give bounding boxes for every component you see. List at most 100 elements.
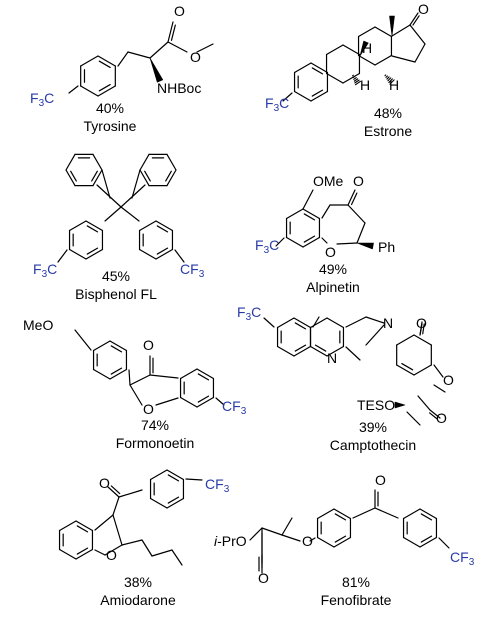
- bond: [342, 44, 361, 56]
- bond: [326, 345, 345, 357]
- bond: [389, 79, 395, 85]
- camptothecin-ring-n: N: [383, 315, 393, 331]
- bond: [263, 317, 275, 328]
- bond: [401, 362, 414, 371]
- camptothecin-yield: 39%: [359, 419, 387, 435]
- bond: [334, 513, 347, 521]
- amiodarone-yield: 38%: [124, 574, 152, 590]
- bond: [149, 374, 179, 379]
- camptothecin-lactam-o: O: [416, 315, 427, 331]
- bond: [413, 334, 432, 346]
- bond: [104, 206, 122, 222]
- compound-tyrosine: F3C NHBoc O O 40% Tyrosine: [30, 3, 201, 134]
- bond: [285, 236, 304, 248]
- bond: [413, 364, 432, 376]
- bond: [98, 60, 111, 69]
- bond: [166, 153, 177, 171]
- estrone-h-label-1: H: [362, 40, 372, 56]
- bond: [345, 316, 367, 328]
- bond: [342, 72, 361, 84]
- bond: [109, 340, 128, 352]
- bond: [92, 340, 111, 352]
- bond: [149, 469, 168, 481]
- bond: [310, 90, 329, 102]
- fenofibrate-cf3-label: CF3: [450, 549, 475, 568]
- bond: [326, 317, 345, 329]
- bond: [312, 316, 320, 328]
- alpinetin-ketone-o: O: [353, 173, 364, 189]
- bond: [94, 514, 114, 531]
- bond: [166, 497, 185, 509]
- bond: [316, 536, 335, 548]
- estrone-h-label-3: H: [389, 77, 399, 93]
- bond: [365, 324, 385, 346]
- bond: [128, 369, 131, 386]
- bond: [110, 485, 121, 495]
- bond: [167, 41, 188, 53]
- camptothecin-cf3-label: F3C: [237, 304, 261, 323]
- bond: [352, 74, 354, 77]
- bond: [309, 537, 316, 542]
- bond: [171, 549, 183, 566]
- bond: [76, 525, 89, 533]
- alpinetin-ome-label: OMe: [313, 173, 344, 189]
- camptothecin-lactone-ring-o: O: [443, 372, 454, 388]
- bond: [196, 43, 214, 53]
- compound-amiodarone: O O CF3 38% Amiodarone: [99, 475, 230, 608]
- bond: [385, 75, 388, 78]
- tyrosine-ester-o: O: [190, 49, 201, 65]
- bond: [129, 374, 151, 386]
- bond: [419, 321, 423, 336]
- bond: [412, 15, 420, 26]
- bond: [275, 237, 285, 247]
- tyrosine-name: Tyrosine: [84, 118, 137, 134]
- alpinetin-cf3-label: F3C: [255, 237, 279, 256]
- bond: [138, 248, 157, 260]
- bond: [396, 364, 415, 376]
- bond: [419, 508, 438, 520]
- bond: [86, 225, 99, 233]
- fenofibrate-ether-o: O: [302, 533, 313, 549]
- bond: [314, 344, 327, 352]
- bond: [311, 67, 324, 75]
- bond: [68, 220, 87, 232]
- bond: [261, 527, 283, 536]
- bond: [333, 508, 352, 520]
- bond: [356, 222, 366, 244]
- bond: [352, 507, 376, 519]
- tyrosine-nhboc-label: NHBoc: [157, 80, 201, 96]
- bond: [112, 514, 123, 546]
- bond: [120, 206, 140, 222]
- bond: [422, 323, 425, 335]
- bond: [85, 248, 104, 260]
- bisphenol-cf3-right-label: CF3: [180, 261, 205, 280]
- bond: [138, 220, 157, 232]
- estrone-h-label-2: H: [360, 77, 370, 93]
- bond: [281, 534, 301, 542]
- bond: [58, 520, 77, 532]
- bond: [165, 170, 172, 182]
- bond: [139, 169, 150, 187]
- bond: [294, 322, 307, 330]
- fenofibrate-ipro-label: i-PrO: [214, 533, 247, 549]
- compound-camptothecin: F3C N N O O O TESO 39% Camptothecin: [237, 304, 454, 453]
- bond: [215, 397, 225, 406]
- bond: [167, 21, 174, 43]
- formonoetin-name: Formonoetin: [116, 435, 195, 451]
- bond: [58, 548, 77, 560]
- bond: [354, 79, 360, 84]
- alpinetin-ring-o: O: [325, 244, 336, 260]
- bond: [156, 225, 169, 233]
- compound-estrone: F3C O H H H 48% Estrone: [265, 1, 429, 139]
- bond: [402, 536, 421, 548]
- bond: [197, 395, 210, 403]
- bond: [433, 364, 444, 378]
- bond: [325, 72, 344, 84]
- bond: [57, 249, 68, 263]
- compound-alpinetin: OMe O O Ph F3C 49% Alpinetin: [255, 173, 395, 295]
- bond: [387, 77, 392, 82]
- bond: [336, 242, 358, 245]
- amiodarone-name: Amiodarone: [100, 592, 176, 608]
- bond: [179, 396, 198, 408]
- bond: [414, 43, 426, 63]
